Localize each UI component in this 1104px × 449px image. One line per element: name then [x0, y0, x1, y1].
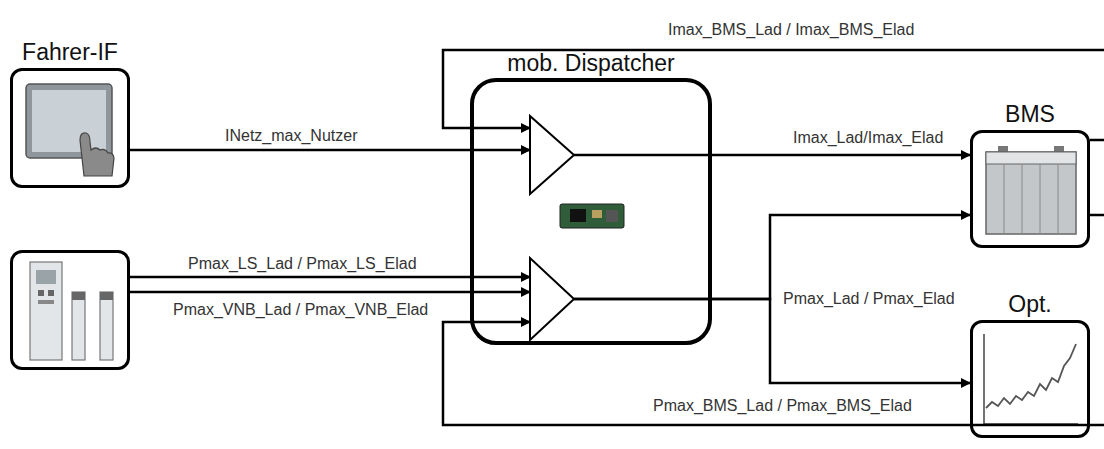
box-heading: Fahrer-IF: [0, 39, 147, 66]
signal-arrow: [574, 154, 970, 157]
signal-arrow: [574, 215, 970, 299]
box-heading: BMS: [953, 101, 1104, 128]
signal-label: INetz_max_Nutzer: [222, 126, 361, 146]
signal-label: Pmax_VNB_Lad / Pmax_VNB_Elad: [170, 300, 431, 320]
rounded-box: BMS: [970, 130, 1090, 248]
chart-icon: [984, 334, 1078, 424]
box-heading: Opt.: [953, 291, 1104, 318]
touchscreen-icon: [26, 84, 114, 176]
signal-arrow: [443, 50, 1104, 140]
charging-station-icon: [30, 262, 113, 360]
rounded-box: [10, 250, 130, 370]
signal-label: Pmax_Lad / Pmax_Elad: [780, 289, 958, 309]
rounded-box: mob. Dispatcher: [470, 78, 712, 345]
chip-icon: [560, 204, 624, 228]
rounded-box: Fahrer-IF: [10, 68, 130, 188]
signal-arrow: [574, 299, 970, 383]
signal-label: Pmax_BMS_Lad / Pmax_BMS_Elad: [650, 396, 915, 416]
battery-icon: [986, 146, 1076, 234]
signal-label: Imax_Lad/Imax_Elad: [790, 128, 946, 148]
signal-label: Pmax_LS_Lad / Pmax_LS_Elad: [185, 254, 420, 274]
box-heading: mob. Dispatcher: [454, 50, 728, 77]
rounded-box: Opt.: [970, 320, 1090, 438]
signal-label: Imax_BMS_Lad / Imax_BMS_Elad: [665, 20, 917, 40]
